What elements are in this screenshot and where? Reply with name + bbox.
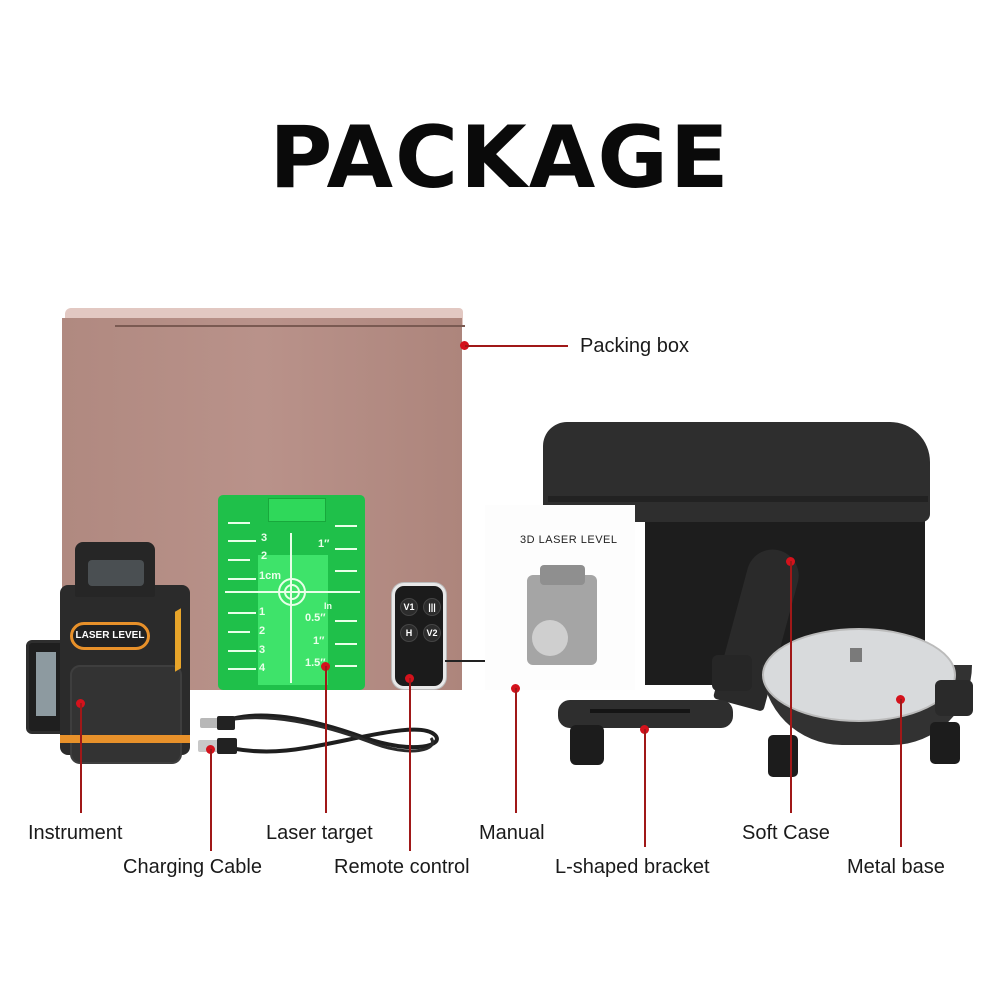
bracket-slot [590, 709, 690, 713]
tick [335, 620, 357, 622]
soft-case-zipper [548, 496, 928, 502]
label-l-shaped-bracket: L-shaped bracket [555, 856, 710, 878]
target-label: 1″ [313, 635, 325, 647]
soft-case-leader [790, 561, 792, 813]
instrument-orange-stripe [60, 735, 190, 743]
tick [228, 578, 256, 580]
label-laser-target: Laser target [266, 822, 373, 844]
label-instrument: Instrument [28, 822, 123, 844]
manual-title: 3D LASER LEVEL [520, 534, 618, 546]
metal-base-top [762, 628, 956, 722]
instrument-front-lens [70, 665, 182, 764]
target-label: 1 [259, 606, 266, 618]
manual-leader [515, 688, 517, 813]
target-label: In [324, 601, 332, 611]
tick [228, 522, 250, 524]
laser-target-slot [268, 498, 326, 522]
target-label: 1″ [318, 538, 330, 550]
instrument-top-lens [88, 560, 144, 586]
tick [335, 525, 357, 527]
instrument-side-glass [36, 652, 56, 716]
label-metal-base: Metal base [847, 856, 945, 878]
instrument-badge: LASER LEVEL [70, 622, 150, 650]
bracket-knob [570, 725, 604, 765]
metal-base-leg [768, 735, 798, 777]
instrument-orange-accent [175, 608, 181, 672]
target-label: 2 [259, 625, 266, 637]
metal-base-pin [850, 648, 862, 662]
packing-box-dot [460, 341, 469, 350]
tick [228, 559, 250, 561]
label-packing-box: Packing box [580, 335, 689, 357]
tick [228, 540, 256, 542]
tick [335, 643, 357, 645]
remote-button-v2: V2 [423, 624, 441, 642]
tick [228, 668, 256, 670]
label-charging-cable: Charging Cable [123, 856, 262, 878]
laser-target-ring-inner [284, 584, 300, 600]
label-manual: Manual [479, 822, 545, 844]
bracket-leader [644, 729, 646, 847]
page-title: PACKAGE [269, 108, 731, 208]
remote-leader [409, 678, 411, 851]
manual-instrument-top [540, 565, 585, 585]
remote-button-h: H [400, 624, 418, 642]
label-soft-case: Soft Case [742, 822, 830, 844]
target-label: 1cm [259, 570, 282, 582]
target-label: 3 [261, 532, 268, 544]
remote-lanyard [445, 660, 485, 662]
remote-button-brightness: ||| [423, 598, 441, 616]
tick [228, 650, 256, 652]
cable-leader [210, 749, 212, 851]
label-remote-control: Remote control [334, 856, 470, 878]
laser-target-inner [258, 555, 328, 685]
bracket-base [558, 700, 733, 728]
tick [335, 548, 357, 550]
tick [228, 631, 250, 633]
target-label: 2 [261, 550, 268, 562]
manual-instrument-lens [532, 620, 568, 656]
target-label: 4 [259, 662, 266, 674]
target-label: 1.5″ [305, 657, 326, 669]
packing-box-edge [115, 325, 465, 327]
instrument-leader [80, 703, 82, 813]
laser-target-vline [290, 533, 292, 683]
packing-box-leader [465, 345, 568, 347]
bracket-screw-knob [712, 655, 752, 691]
tick [228, 612, 256, 614]
remote-button-v1: V1 [400, 598, 418, 616]
laser-target-leader [325, 666, 327, 813]
metal-base-tab [935, 680, 973, 716]
metal-base-leg [930, 722, 960, 764]
tick [335, 665, 357, 667]
target-label: 0.5″ [305, 612, 326, 624]
tick [335, 570, 357, 572]
charging-cable [198, 713, 439, 754]
target-label: 3 [259, 644, 266, 656]
laser-target-ring-outer [278, 578, 306, 606]
metal-base-leader [900, 699, 902, 847]
